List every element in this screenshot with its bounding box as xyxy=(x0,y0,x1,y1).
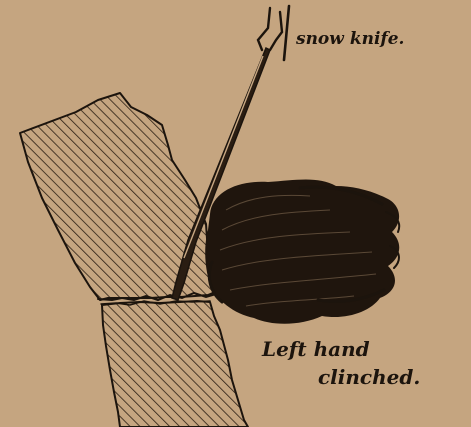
left-hand-label-line2: clinched. xyxy=(318,365,420,389)
left-hand-label-line1: Left hand xyxy=(261,337,370,361)
left-hand-fist xyxy=(205,180,399,324)
snow-knife-label: snow knife. xyxy=(295,29,404,49)
